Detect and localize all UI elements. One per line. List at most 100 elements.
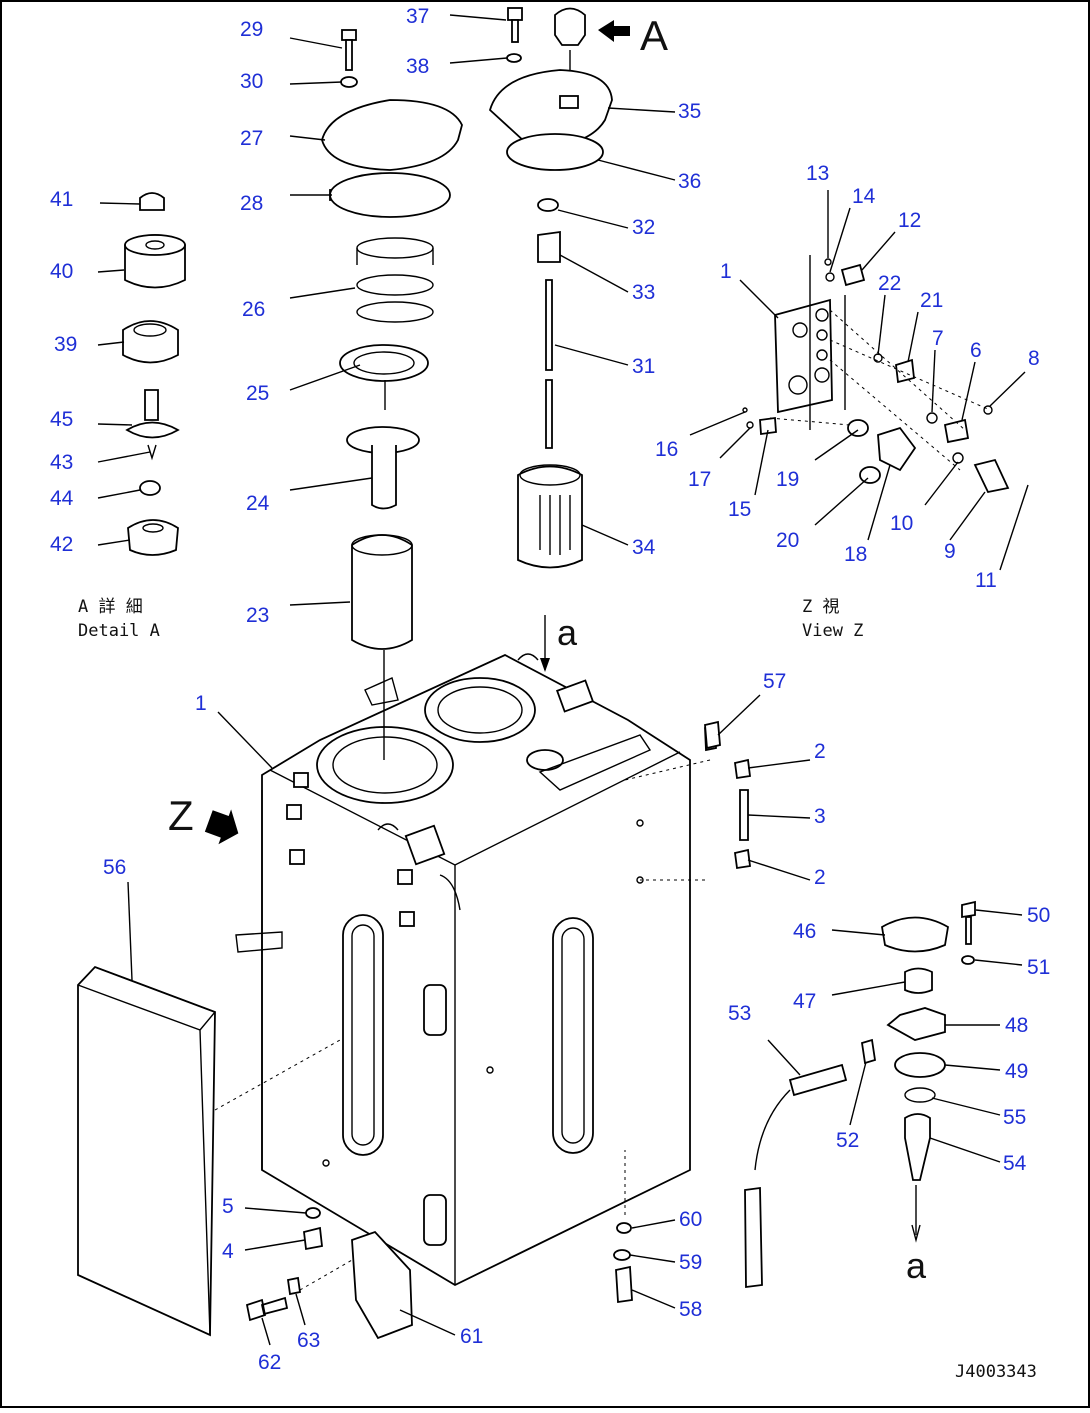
callout-16: 16 — [655, 438, 678, 461]
leader-line-6 — [961, 361, 976, 421]
marker-a-bottom-label: a — [906, 1245, 927, 1286]
callout-42: 42 — [50, 533, 73, 556]
view-z-jp: Z 視 — [802, 597, 839, 617]
callout-28: 28 — [240, 192, 263, 215]
leader-line-62 — [261, 1317, 271, 1346]
callout-46: 46 — [793, 920, 816, 943]
callout-37: 37 — [406, 5, 429, 28]
leader-line-43 — [97, 451, 151, 463]
arrow-a-top-head — [540, 658, 550, 672]
callout-48: 48 — [1005, 1014, 1028, 1037]
leader-line-2 — [747, 759, 811, 769]
leader-line-38 — [449, 57, 508, 64]
view-z-en: View Z — [802, 621, 863, 641]
leader-line-47 — [831, 981, 906, 996]
panel-56 — [77, 965, 341, 1337]
callout-6: 6 — [970, 339, 982, 362]
callout-17: 17 — [688, 468, 711, 491]
leader-line-50 — [975, 909, 1023, 916]
leader-line-3 — [747, 814, 811, 819]
callout-34: 34 — [632, 536, 656, 559]
leader-line-32 — [557, 209, 629, 229]
callout-61: 61 — [460, 1325, 483, 1348]
leader-line-57 — [717, 694, 761, 736]
callout-32: 32 — [632, 216, 655, 239]
callout-44: 44 — [50, 487, 74, 510]
callout-54: 54 — [1003, 1152, 1027, 1175]
leader-line-23 — [289, 601, 351, 606]
leader-line-16 — [689, 411, 746, 436]
callout-13: 13 — [806, 162, 829, 185]
leader-line-45 — [97, 423, 133, 426]
leader-line-61 — [399, 1309, 456, 1336]
drawing-id: J4003343 — [955, 1362, 1037, 1382]
callout-47: 47 — [793, 990, 816, 1013]
leader-line-56 — [127, 881, 133, 981]
leader-line-11 — [999, 484, 1029, 571]
callout-36: 36 — [678, 170, 701, 193]
callout-26: 26 — [242, 298, 265, 321]
marker-a-top-label: a — [557, 612, 578, 653]
callout-30: 30 — [240, 70, 263, 93]
callout-45: 45 — [50, 408, 73, 431]
callout-40: 40 — [50, 260, 73, 283]
leader-line-2 — [747, 859, 811, 881]
leader-line-26 — [289, 287, 356, 299]
leader-line-63 — [295, 1293, 306, 1326]
callout-3: 3 — [814, 805, 826, 828]
callout-2: 2 — [814, 866, 826, 889]
callout-1: 1 — [720, 260, 732, 283]
leader-line-44 — [97, 489, 141, 499]
leader-line-8 — [989, 371, 1026, 407]
callout-60: 60 — [679, 1208, 702, 1231]
arrow-a-marker — [598, 20, 630, 42]
hydraulic-tank — [235, 653, 691, 1287]
callout-57: 57 — [763, 670, 786, 693]
callout-10: 10 — [890, 512, 913, 535]
callout-50: 50 — [1027, 904, 1050, 927]
leader-line-31 — [554, 344, 629, 366]
leader-line-14 — [829, 207, 851, 273]
leader-line-46 — [831, 929, 886, 936]
leader-line-35 — [607, 107, 676, 113]
leader-line-17 — [719, 427, 751, 459]
leader-line-29 — [289, 37, 343, 49]
leader-lines — [97, 14, 1029, 1346]
leader-line-15 — [754, 429, 769, 496]
callout-19: 19 — [776, 468, 799, 491]
leader-line-60 — [631, 1219, 676, 1229]
callout-41: 41 — [50, 188, 73, 211]
filter-stack-right — [488, 7, 613, 569]
callout-7: 7 — [932, 327, 944, 350]
leader-line-39 — [97, 341, 125, 346]
callout-22: 22 — [878, 272, 901, 295]
leader-line-52 — [849, 1061, 867, 1126]
leader-line-22 — [877, 294, 886, 356]
callout-27: 27 — [240, 127, 263, 150]
leader-line-18 — [867, 464, 891, 541]
leader-line-41 — [99, 202, 141, 205]
leader-line-27 — [289, 135, 326, 141]
leader-line-40 — [97, 269, 125, 273]
leader-line-10 — [924, 461, 959, 506]
callout-24: 24 — [246, 492, 270, 515]
callout-35: 35 — [678, 100, 701, 123]
leader-line-36 — [597, 159, 676, 181]
leader-line-33 — [559, 254, 629, 293]
callout-18: 18 — [844, 543, 867, 566]
view-z-parts — [742, 255, 1010, 494]
callout-52: 52 — [836, 1129, 859, 1152]
callout-39: 39 — [54, 333, 77, 356]
leader-line-59 — [629, 1254, 676, 1263]
callout-51: 51 — [1027, 956, 1050, 979]
callout-11: 11 — [975, 569, 997, 592]
right-parts — [613, 720, 976, 1304]
callout-53: 53 — [728, 1002, 751, 1025]
callout-31: 31 — [632, 355, 655, 378]
callout-numbers: 1122345678910111213141516171819202122232… — [50, 5, 1050, 1374]
callout-25: 25 — [246, 382, 269, 405]
callout-29: 29 — [240, 18, 263, 41]
callout-62: 62 — [258, 1351, 281, 1374]
callout-55: 55 — [1003, 1106, 1026, 1129]
